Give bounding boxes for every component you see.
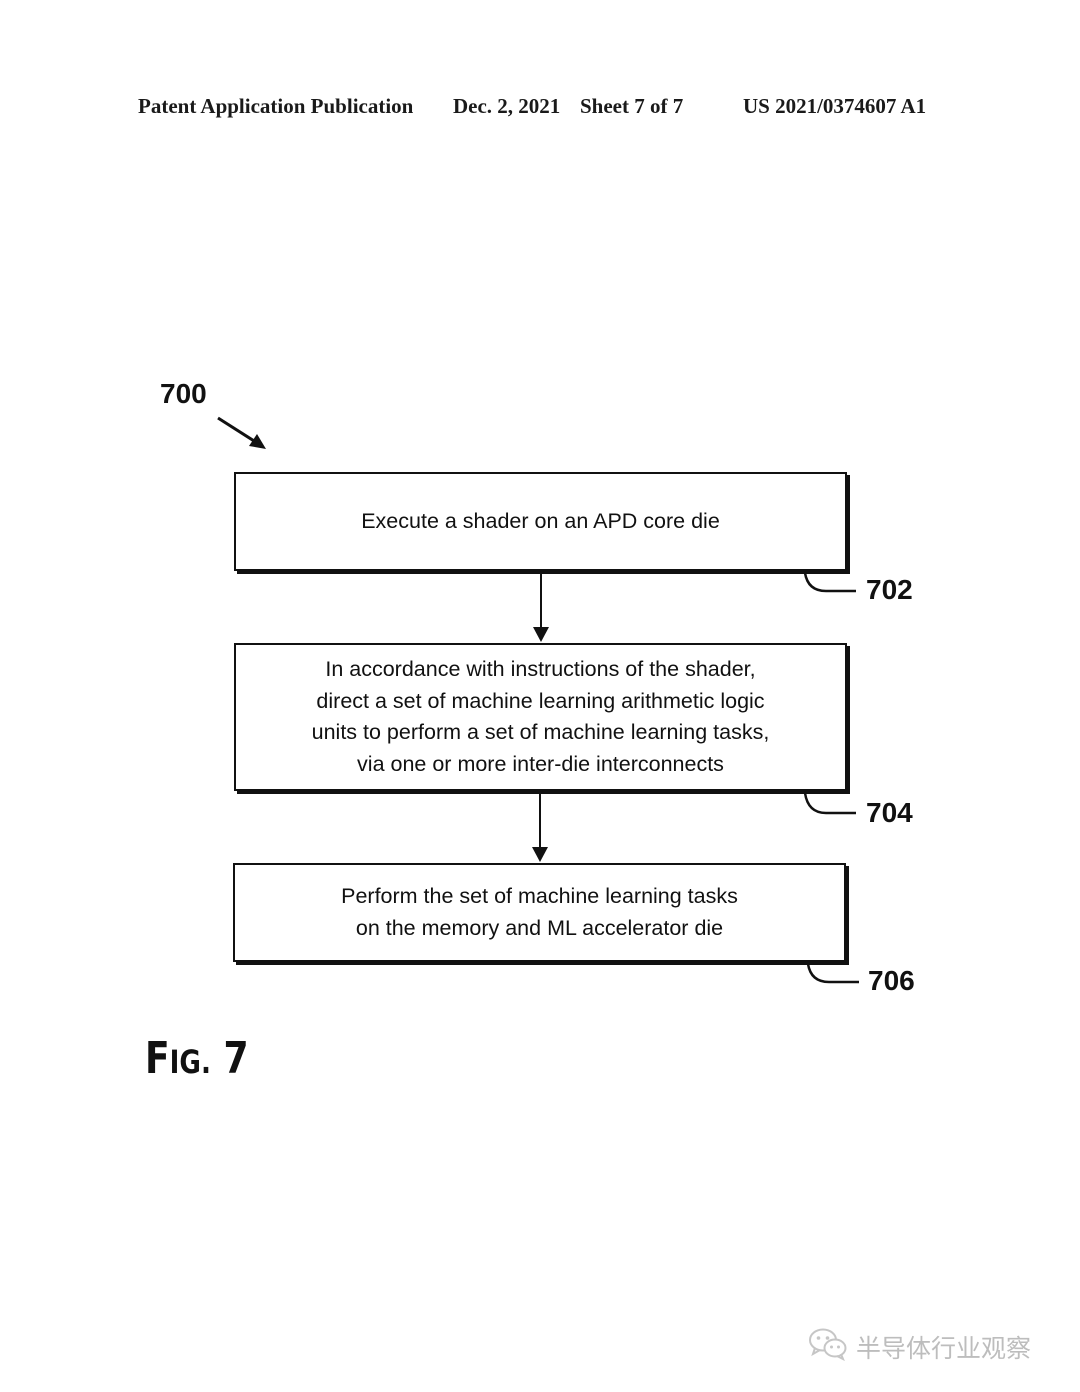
figure-label-small-caps: IG. (169, 1043, 211, 1081)
figure-label: FIG. 7 (145, 1033, 249, 1084)
patent-number: US 2021/0374607 A1 (743, 94, 927, 118)
flowchart-step-702: Execute a shader on an APD core die (234, 472, 847, 571)
leader-line-702 (803, 572, 856, 593)
step-704-reference: 704 (866, 797, 913, 828)
flowchart-step-704: In accordance with instructions of the s… (234, 643, 847, 791)
sheet-number: Sheet 7 of 7 (580, 94, 684, 118)
step-706-reference: 706 (868, 965, 915, 996)
watermark-text: 半导体行业观察 (856, 1333, 1032, 1363)
watermark: 半导体行业观察 (808, 1327, 1031, 1366)
wechat-icon (808, 1327, 848, 1366)
step-702-reference: 702 (866, 574, 913, 605)
flowchart-step-706: Perform the set of machine learning task… (233, 863, 846, 962)
method-reference-number: 700 (160, 378, 207, 409)
step-702-text: Execute a shader on an APD core die (361, 508, 720, 533)
step-704-text: In accordance with instructions of the s… (311, 657, 770, 776)
figure-number: 7 (223, 1033, 249, 1084)
flow-arrowhead-704-to-706 (532, 847, 548, 862)
leader-line-704 (803, 792, 856, 815)
publication-label: Patent Application Publication (138, 94, 414, 118)
leader-line-706 (806, 963, 859, 984)
flow-arrowhead-702-to-704 (533, 627, 549, 642)
figure-label-prefix: F (145, 1033, 170, 1084)
step-706-text: Perform the set of machine learning task… (341, 884, 738, 940)
publication-date: Dec. 2, 2021 (453, 94, 561, 118)
reference-pointer-arrowhead (249, 434, 266, 449)
